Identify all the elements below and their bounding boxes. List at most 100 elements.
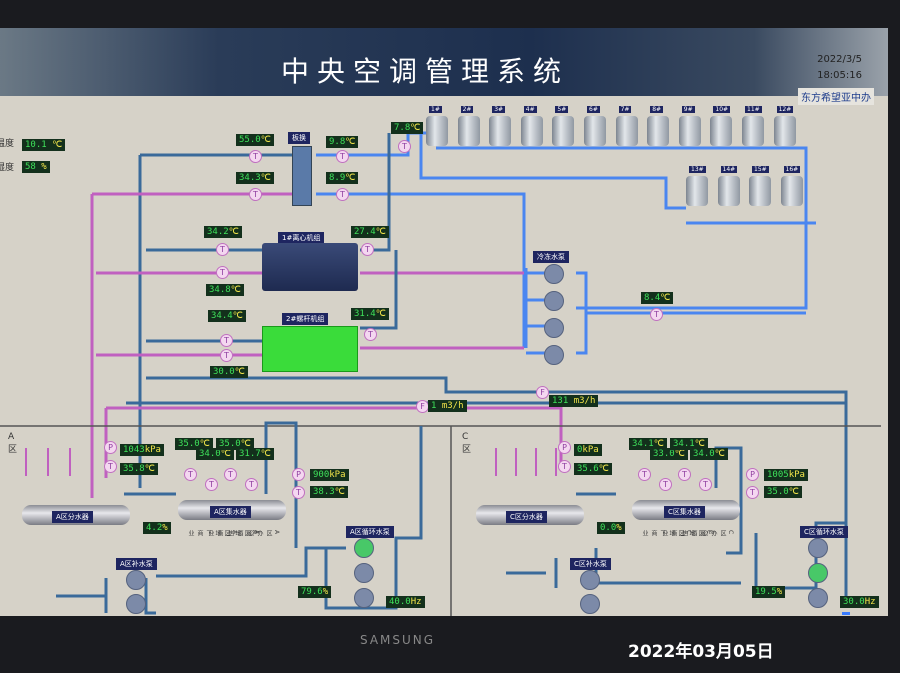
branch-temp-d: 31.7℃	[236, 448, 274, 460]
tower-body	[584, 116, 606, 146]
temp-sensor[interactable]: T	[336, 150, 349, 163]
tower-body	[647, 116, 670, 146]
temp-sensor[interactable]: T	[558, 460, 571, 473]
cooling-tower[interactable]: 11#	[742, 106, 764, 146]
cooling-tower[interactable]: 1#	[426, 106, 448, 146]
chw-pump-3[interactable]	[544, 318, 564, 338]
cooling-tower[interactable]: 4#	[520, 106, 543, 146]
circ-pump-label: A区循环水泵	[346, 526, 394, 538]
makeup-pump[interactable]	[580, 570, 600, 590]
temp-sensor[interactable]: T	[216, 243, 229, 256]
temp-sensor[interactable]: T	[650, 308, 663, 321]
temp-sensor[interactable]: T	[245, 478, 258, 491]
cooling-tower-label: 6#	[587, 106, 600, 113]
flow-sensor[interactable]: F	[416, 400, 429, 413]
plate-temp-4: 8.9℃	[326, 172, 359, 184]
branch-label: A区酒店	[227, 530, 260, 536]
branch-temp-d: 34.0℃	[690, 448, 728, 460]
tower-body	[552, 116, 575, 146]
temp-sensor[interactable]: T	[746, 486, 759, 499]
temp-sensor[interactable]: T	[104, 460, 117, 473]
temp-sensor[interactable]: T	[184, 468, 197, 481]
time: 18:05:16	[817, 70, 862, 81]
cooling-tower[interactable]: 10#	[710, 106, 733, 146]
cooling-tower[interactable]: 15#	[749, 166, 771, 206]
branch-label: A区地下商业	[187, 530, 238, 536]
temp-sensor[interactable]: T	[220, 334, 233, 347]
cooling-tower[interactable]: 5#	[552, 106, 575, 146]
date: 2022/3/5	[817, 54, 862, 65]
makeup-pump[interactable]	[580, 594, 600, 614]
chw-pump-2[interactable]	[544, 291, 564, 311]
temp-sensor[interactable]: T	[336, 188, 349, 201]
cooling-tower[interactable]: 8#	[647, 106, 670, 146]
cooling-tower[interactable]: 6#	[584, 106, 606, 146]
makeup-pump-label: A区补水泵	[116, 558, 157, 570]
pressure-sensor[interactable]: P	[292, 468, 305, 481]
temp-sensor[interactable]: T	[249, 188, 262, 201]
cooling-tower[interactable]: 14#	[717, 166, 740, 206]
tower-temp-readout: 7.8℃	[391, 122, 424, 134]
pump-frequency: 40.0Hz	[386, 596, 425, 608]
temp-sensor[interactable]: T	[678, 468, 691, 481]
cooling-tower[interactable]: 16#	[780, 166, 803, 206]
branch-temp-a: 34.1℃	[629, 438, 667, 450]
cooling-tower[interactable]: 7#	[615, 106, 638, 146]
circ-pump[interactable]	[808, 563, 828, 583]
return-temp: 38.3℃	[310, 486, 348, 498]
temp-sensor[interactable]: T	[249, 150, 262, 163]
chiller-2-running[interactable]	[262, 326, 358, 372]
plate-temp-1: 55.0℃	[236, 134, 274, 146]
tower-body	[615, 116, 638, 146]
temp-sensor[interactable]: T	[364, 328, 377, 341]
temp-sensor[interactable]: T	[638, 468, 651, 481]
chiller-2-out-temp: 31.4℃	[351, 308, 389, 320]
page-title: 中央空调管理系统	[281, 55, 570, 88]
temp-sensor[interactable]: T	[361, 243, 374, 256]
temp-sensor[interactable]: T	[216, 266, 229, 279]
cooling-tower-label: 10#	[713, 106, 731, 113]
cooling-tower[interactable]: 3#	[489, 106, 512, 146]
circ-pump[interactable]	[354, 563, 374, 583]
pressure-sensor[interactable]: P	[104, 441, 117, 454]
temp-sensor[interactable]: T	[220, 349, 233, 362]
tower-body	[773, 116, 796, 146]
chw-pump-1[interactable]	[544, 264, 564, 284]
cooling-tower[interactable]: 12#	[773, 106, 796, 146]
plate-temp-2: 34.3℃	[236, 172, 274, 184]
tower-body	[717, 176, 740, 206]
distributor-label: C区分水器	[506, 511, 547, 523]
branch-label: C区酒店	[681, 530, 714, 536]
temp-sensor[interactable]: T	[699, 478, 712, 491]
temp-sensor[interactable]: T	[659, 478, 672, 491]
cooling-tower[interactable]: 9#	[678, 106, 701, 146]
circ-pump[interactable]	[808, 588, 828, 608]
temp-sensor[interactable]: T	[205, 478, 218, 491]
makeup-pump[interactable]	[126, 594, 146, 614]
temp-sensor[interactable]: T	[398, 140, 411, 153]
header-bar: 中央空调管理系统 2022/3/5 18:05:16	[0, 28, 888, 96]
flow-1-readout: 1 m3/h	[428, 400, 467, 412]
chiller-1[interactable]	[262, 243, 358, 291]
chiller-2-return-temp: 30.0℃	[210, 366, 248, 378]
circ-pump[interactable]	[354, 538, 374, 558]
branch-label: C区办公	[701, 530, 734, 536]
cooling-tower-label: 8#	[650, 106, 664, 113]
circ-pump-label: C区循环水泵	[800, 526, 848, 538]
cooling-tower[interactable]: 13#	[686, 166, 708, 206]
pressure-sensor[interactable]: P	[746, 468, 759, 481]
temp-sensor[interactable]: T	[292, 486, 305, 499]
chw-pump-4[interactable]	[544, 345, 564, 365]
temp-sensor[interactable]: T	[224, 468, 237, 481]
cooling-tower-label: 4#	[523, 106, 537, 113]
tower-body	[457, 116, 480, 146]
pressure-sensor[interactable]: P	[558, 441, 571, 454]
tower-body	[678, 116, 701, 146]
cooling-tower[interactable]: 2#	[457, 106, 480, 146]
makeup-pump[interactable]	[126, 570, 146, 590]
tower-body	[749, 176, 771, 206]
circ-pump[interactable]	[354, 588, 374, 608]
circ-pump[interactable]	[808, 538, 828, 558]
supply-temp: 35.8℃	[120, 463, 158, 475]
flow-sensor[interactable]: F	[536, 386, 549, 399]
